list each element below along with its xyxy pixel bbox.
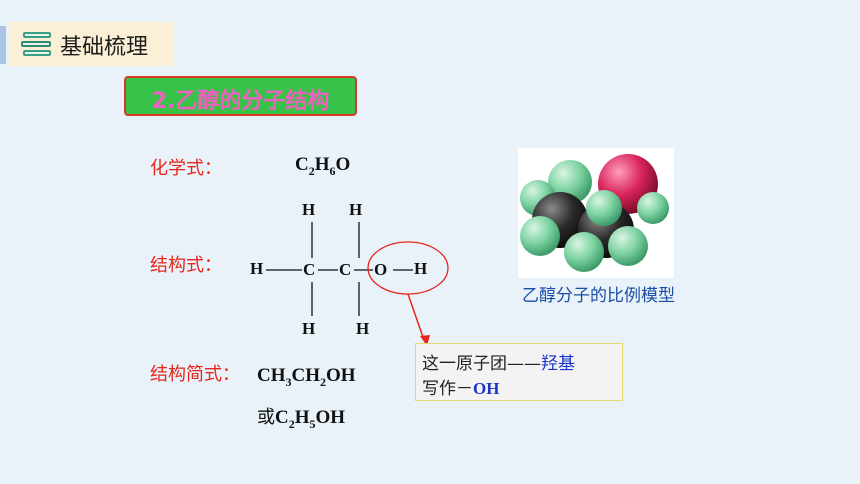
chemical-formula-label: 化学式：	[150, 158, 222, 179]
h-top-1: H	[302, 200, 315, 219]
condensed-formula-label: 结构简式：	[150, 364, 240, 385]
condensed-formula-2: 或C2H5OH	[257, 407, 346, 431]
section-header: 基础梳理	[10, 22, 174, 66]
section-title-box: 2.乙醇的分子结构	[124, 76, 357, 116]
oxygen: O	[374, 260, 387, 279]
condensed-formula-1: CH3CH2OH	[257, 365, 356, 389]
structural-formula-label: 结构式：	[150, 255, 222, 276]
section-title: 2.乙醇的分子结构	[151, 89, 330, 114]
header-accent-strip	[0, 26, 6, 64]
hydrogen-atom	[637, 192, 669, 224]
pointer-arrow-line	[407, 293, 425, 341]
h-bottom-1: H	[302, 319, 315, 338]
hydrogen-atom	[608, 226, 648, 266]
ethanol-space-filling-model	[518, 148, 674, 278]
structural-formula-diagram: H H H C C O H H H	[250, 200, 449, 346]
header-title: 基础梳理	[60, 35, 149, 60]
note-line-2: 写作－OH	[422, 379, 500, 399]
molecular-formula: C2H6O	[295, 154, 351, 178]
hydrogen-atom	[520, 216, 560, 256]
hydrogen-atom	[564, 232, 604, 272]
h-right: H	[414, 259, 427, 278]
stacked-books-icon	[21, 32, 51, 56]
hydrogen-atom	[586, 190, 622, 226]
h-bottom-2: H	[356, 319, 369, 338]
carbon-2: C	[339, 260, 351, 279]
h-top-2: H	[349, 200, 362, 219]
h-left: H	[250, 259, 263, 278]
carbon-1: C	[303, 260, 315, 279]
hydroxyl-note-box: 这一原子团——羟基 写作－OH	[415, 343, 623, 401]
model-caption: 乙醇分子的比例模型	[522, 286, 675, 306]
note-line-1: 这一原子团——羟基	[422, 354, 575, 374]
